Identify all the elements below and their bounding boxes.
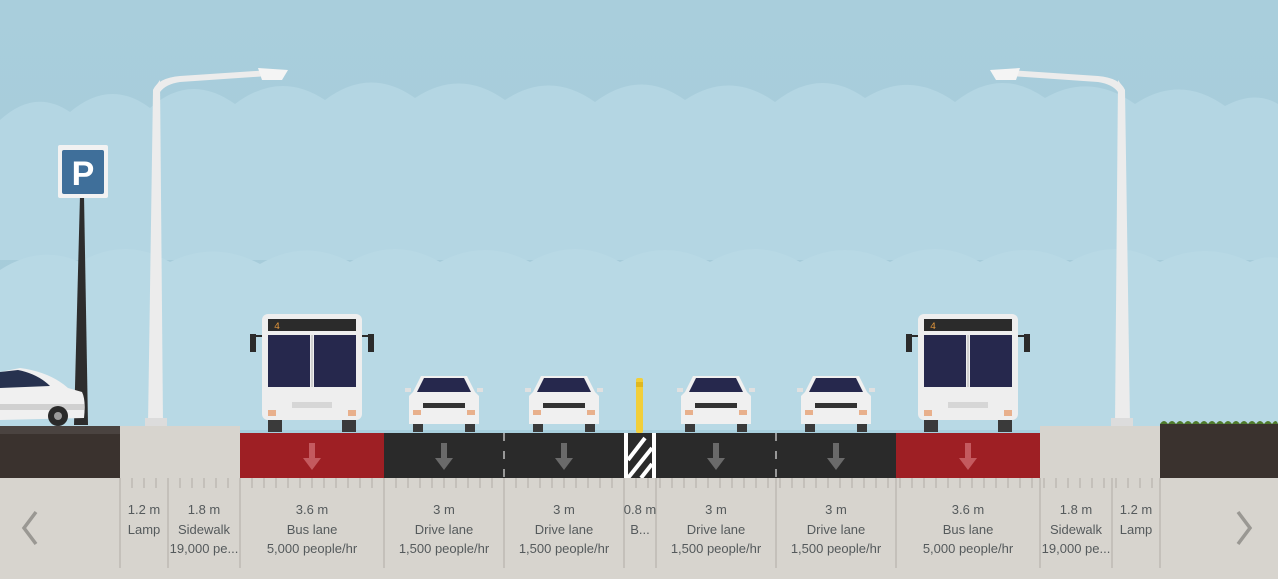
lane-direction-arrow	[303, 443, 321, 470]
lane-direction-arrow	[555, 443, 573, 470]
segment-buffer[interactable]: 0.8 m B...	[624, 478, 656, 570]
segment-sidewalk-right[interactable]: 1.8 m Sidewalk 19,000 pe...	[1040, 478, 1112, 570]
segment-width-label: 3 m	[825, 502, 847, 517]
sidewalk-right-surface	[1040, 426, 1160, 478]
grass	[1160, 421, 1278, 424]
segment-name: Bus lane	[942, 522, 994, 537]
segment-width-label: 1.2 m	[1119, 502, 1153, 517]
lane-direction-arrow	[959, 443, 977, 470]
chevron-right-icon	[1236, 510, 1253, 546]
segment-name: B...	[630, 522, 650, 537]
segment-lamp-right[interactable]: 1.2 m Lamp	[1112, 478, 1160, 570]
segment-capacity: 1,500 people/hr	[670, 541, 762, 556]
segment-capacity: 1,500 people/hr	[790, 541, 882, 556]
segment-name: Drive lane	[806, 522, 866, 537]
segment-width-label: 1.8 m	[1059, 502, 1093, 517]
parked-car	[0, 368, 85, 426]
segment-width-label: 3 m	[705, 502, 727, 517]
segment-width-label: 1.2 m	[127, 502, 161, 517]
segment-width-label: 3 m	[433, 502, 455, 517]
segment-capacity: 1,500 people/hr	[518, 541, 610, 556]
segment-name: Sidewalk	[1049, 522, 1103, 537]
segment-name: Drive lane	[534, 522, 594, 537]
bollard	[636, 378, 643, 433]
segment-bus-lane-right[interactable]: 3.6 m Bus lane 5,000 people/hr	[896, 478, 1040, 570]
car-1	[405, 376, 483, 432]
clouds-upper	[0, 82, 1278, 260]
segment-drive-lane-1[interactable]: 3 m Drive lane 1,500 people/hr	[384, 478, 504, 570]
nav-prev-button[interactable]	[12, 506, 48, 550]
segment-capacity: 19,000 pe...	[1041, 541, 1111, 556]
segment-drive-lane-4[interactable]: 3 m Drive lane 1,500 people/hr	[776, 478, 896, 570]
segment-width-label: 3.6 m	[951, 502, 985, 517]
segment-width-label: 0.8 m	[624, 502, 656, 517]
segment-width-label: 3.6 m	[295, 502, 329, 517]
segment-lamp-left[interactable]: 1.2 m Lamp	[120, 478, 168, 570]
segment-capacity: 5,000 people/hr	[922, 541, 1014, 556]
car-2	[525, 376, 603, 432]
street-lamp-left	[145, 68, 288, 426]
segment-name: Lamp	[1119, 522, 1153, 537]
segment-name: Bus lane	[286, 522, 338, 537]
segment-width-label: 1.8 m	[187, 502, 221, 517]
bus-right: 4	[906, 314, 1030, 432]
segment-capacity: 1,500 people/hr	[398, 541, 490, 556]
lane-direction-arrow	[707, 443, 725, 470]
car-3	[677, 376, 755, 432]
ground-right	[1160, 424, 1278, 478]
segment-bus-lane-left[interactable]: 3.6 m Bus lane 5,000 people/hr	[240, 478, 384, 570]
car-4	[797, 376, 875, 432]
buffer-surface	[624, 433, 656, 478]
segment-drive-lane-2[interactable]: 3 m Drive lane 1,500 people/hr	[504, 478, 624, 570]
lane-direction-arrow	[435, 443, 453, 470]
segment-capacity: 19,000 pe...	[169, 541, 239, 556]
segment-sidewalk-left[interactable]: 1.8 m Sidewalk 19,000 pe...	[168, 478, 240, 570]
segment-drive-lane-3[interactable]: 3 m Drive lane 1,500 people/hr	[656, 478, 776, 570]
segment-name: Lamp	[127, 522, 161, 537]
bus-left: 4	[250, 314, 374, 432]
sidewalk-left-surface	[120, 426, 240, 478]
bus-route-number: 4	[274, 322, 280, 333]
segment-width-label: 3 m	[553, 502, 575, 517]
segment-capacity: 5,000 people/hr	[266, 541, 358, 556]
lane-direction-arrow	[827, 443, 845, 470]
segment-name: Sidewalk	[177, 522, 231, 537]
ground-left	[0, 428, 120, 478]
nav-next-button[interactable]	[1226, 506, 1262, 550]
bus-route-number: 4	[930, 322, 936, 333]
segment-name: Drive lane	[414, 522, 474, 537]
segment-name: Drive lane	[686, 522, 746, 537]
parking-sign-label: P	[72, 155, 95, 193]
street-lamp-right	[990, 68, 1133, 426]
chevron-left-icon	[21, 510, 38, 546]
info-panel	[0, 478, 1278, 579]
buffer-stripes	[624, 433, 656, 480]
parking-sign: P	[58, 145, 108, 425]
